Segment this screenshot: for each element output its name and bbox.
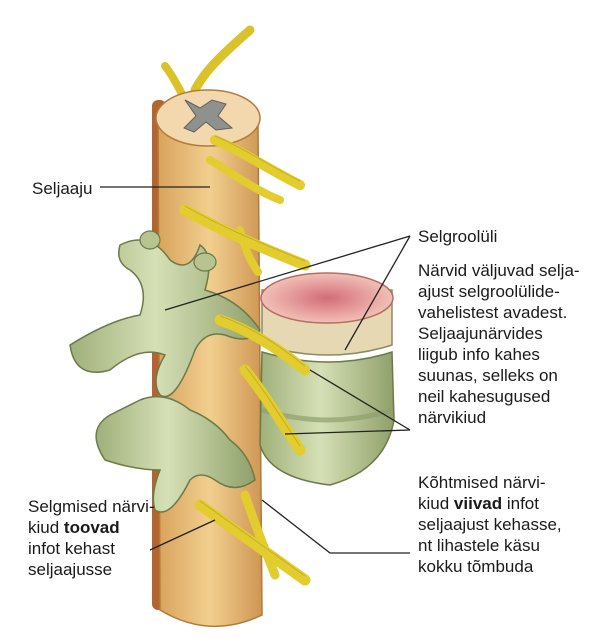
disc-top [260,272,394,324]
label-vertebra: Selgroolüli [418,227,498,246]
dorsal-line: seljaajusse [28,560,113,579]
nerves-desc-line: liigub info kahes [418,345,540,364]
dorsal-plain: kiud [28,518,64,537]
ventral-plain: kiud [418,494,454,513]
nerves-desc-line: Närvid väljuvad selja- [418,261,580,280]
ventral-line: seljaajust kehasse, [418,515,562,534]
dorsal-line: kiud toovad [28,517,168,538]
nerves-desc-line: ajust selgroolülide- [418,282,560,301]
vertebra-arch-lower [95,395,256,513]
nerves-desc-line: neil kahesugused [418,387,551,406]
ventral-line: kokku tõmbuda [418,557,534,576]
leader-lines [100,186,411,554]
nerves-desc-line: suunas, selleks on [418,366,558,385]
ventral-rest: infot [502,494,539,513]
dorsal-line: infot kehast [28,539,115,558]
grey-matter [183,99,234,133]
nerves-desc-line: närvikiud [418,408,487,427]
ventral-bold: viivad [453,494,503,513]
label-spinal-cord: Seljaaju [32,179,93,198]
label-ventral-fibers: Kõhtmised närvi- kiud viivad infot selja… [418,472,596,577]
top-nerve [190,25,255,95]
ventral-line: nt lihastele käsu [418,536,540,555]
vertebra-arch-upper [69,239,261,398]
label-dorsal-fibers: Selgmised närvi- kiud toovad infot kehas… [28,496,168,580]
dorsal-bold: toovad [63,518,120,537]
label-nerves-description: Närvid väljuvad selja- ajust selgroolüli… [418,260,596,428]
nerve-roots [179,135,311,586]
nerves-desc-line: vahelistest avadest. [418,303,568,322]
ventral-line: kiud viivad infot [418,493,596,514]
ventral-line: Kõhtmised närvi- [418,473,546,492]
nerves-desc-line: Seljaajunärvides [418,324,543,343]
dorsal-line: Selgmised närvi- [28,497,155,516]
